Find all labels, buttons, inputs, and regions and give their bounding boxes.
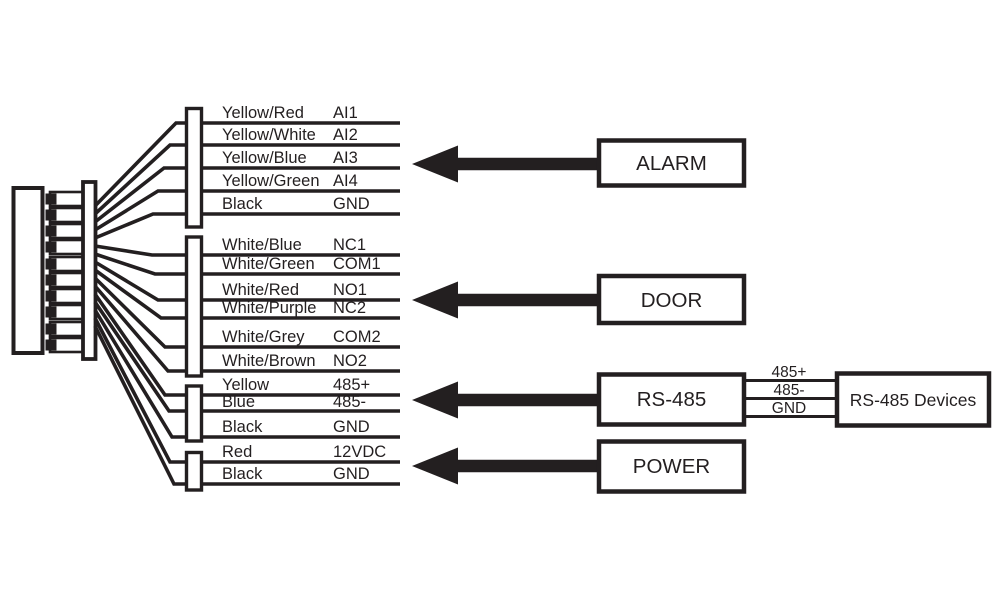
connector-pins: [45, 190, 86, 354]
door-wire-labels: White/Blue NC1 White/Green COM1 White/Re…: [222, 236, 381, 370]
wire: [93, 143, 190, 216]
connector-pin: [45, 206, 86, 224]
wire: [93, 309, 190, 439]
arrow-head: [412, 447, 458, 485]
cable-connector: [11, 180, 98, 361]
wire: [93, 317, 190, 464]
connector-pin: [45, 320, 86, 338]
wire-fan: [93, 121, 190, 486]
wire: [93, 325, 190, 486]
arrow-shaft: [455, 293, 599, 307]
rs485-terminal-bar: [184, 384, 204, 443]
connector-pin: [45, 336, 86, 354]
connector-pin: [45, 303, 86, 321]
wire-signal-label: AI4: [333, 172, 358, 190]
alarm-arrow: [412, 145, 599, 183]
door-box-label: DOOR: [641, 289, 703, 312]
wire: [93, 121, 190, 208]
wire-signal-label: GND: [333, 195, 370, 213]
wire-signal-label: AI2: [333, 126, 358, 144]
wire-color-label: Red: [222, 443, 252, 461]
arrow-shaft: [455, 459, 599, 473]
connector-pin: [45, 255, 86, 273]
wire-color-label: Yellow/Blue: [222, 149, 307, 167]
rs485-arrow: [412, 381, 599, 419]
wire-signal-label: COM1: [333, 255, 381, 273]
rs485-wire-labels: Yellow 485+ Blue 485- Black GND: [222, 376, 370, 436]
wire-color-label: Yellow/Green: [222, 172, 320, 190]
alarm-box: ALARM: [596, 138, 747, 188]
wire: [93, 268, 190, 320]
wire-signal-label: NC2: [333, 299, 366, 317]
wire-color-label: White/Grey: [222, 328, 305, 346]
power-box-label: POWER: [633, 455, 710, 478]
wire-signal-label: 12VDC: [333, 443, 386, 461]
wire-signal-label: NO1: [333, 281, 367, 299]
wire-color-label: White/Blue: [222, 236, 302, 254]
alarm-box-label: ALARM: [636, 152, 707, 175]
wire-signal-label: AI3: [333, 149, 358, 167]
connector-pin: [45, 271, 86, 289]
wire-color-label: White/Purple: [222, 299, 316, 317]
wire-signal-label: 485-: [333, 393, 366, 411]
power-terminal-bar: [184, 450, 204, 492]
wire: [93, 166, 190, 224]
alarm-terminal-bar: [184, 106, 204, 229]
wire-color-label: Black: [222, 418, 263, 436]
rs485-devices-label: RS-485 Devices: [850, 390, 977, 410]
connector-pin: [45, 287, 86, 305]
wire-signal-label: COM2: [333, 328, 381, 346]
connector-header-bar: [81, 180, 98, 361]
wire-signal-label: NC1: [333, 236, 366, 254]
wire-lines: [202, 121, 400, 486]
connector-pin: [45, 238, 86, 256]
wire-signal-label: GND: [333, 465, 370, 483]
power-arrow: [412, 447, 599, 485]
wire: [94, 189, 190, 232]
wire-color-label: Yellow: [222, 376, 269, 394]
link-label: 485+: [772, 364, 807, 381]
power-wire-labels: Red 12VDC Black GND: [222, 443, 386, 483]
wire: [94, 212, 190, 240]
wire-signal-label: GND: [333, 418, 370, 436]
wire: [93, 284, 190, 373]
connector-pin: [45, 190, 86, 208]
wire-color-label: Yellow/White: [222, 126, 316, 144]
rs485-box-label: RS-485: [637, 388, 707, 411]
door-box: DOOR: [596, 273, 747, 326]
wire-signal-label: NO2: [333, 352, 367, 370]
wire: [93, 292, 190, 397]
arrow-head: [412, 145, 458, 183]
door-arrow: [412, 281, 599, 319]
connector-housing: [11, 186, 45, 355]
wire-color-label: White/Green: [222, 255, 315, 273]
wire-color-label: White/Red: [222, 281, 299, 299]
link-label: GND: [772, 400, 806, 417]
wire-color-label: Yellow/Red: [222, 104, 304, 122]
wire-signal-label: 485+: [333, 376, 370, 394]
connector-pin: [45, 222, 86, 240]
wire-color-label: White/Brown: [222, 352, 316, 370]
wire: [94, 244, 190, 257]
wire-color-label: Blue: [222, 393, 255, 411]
arrow-shaft: [455, 393, 599, 407]
wire: [94, 260, 190, 302]
arrow-head: [412, 281, 458, 319]
wire: [93, 276, 190, 349]
wire-signal-label: AI1: [333, 104, 358, 122]
arrow-head: [412, 381, 458, 419]
arrow-shaft: [455, 157, 599, 171]
power-box: POWER: [596, 439, 747, 494]
wire-color-label: Black: [222, 195, 263, 213]
rs485-box: RS-485: [596, 372, 747, 427]
alarm-wire-labels: Yellow/Red AI1 Yellow/White AI2 Yellow/B…: [222, 104, 370, 213]
wire: [94, 252, 190, 276]
link-label: 485-: [773, 382, 804, 399]
rs485-device-links: 485+ 485- GND: [743, 364, 837, 418]
wire: [93, 300, 190, 413]
wire-color-label: Black: [222, 465, 263, 483]
rs485-devices-box: RS-485 Devices: [834, 371, 992, 428]
door-terminal-bar: [184, 235, 204, 378]
